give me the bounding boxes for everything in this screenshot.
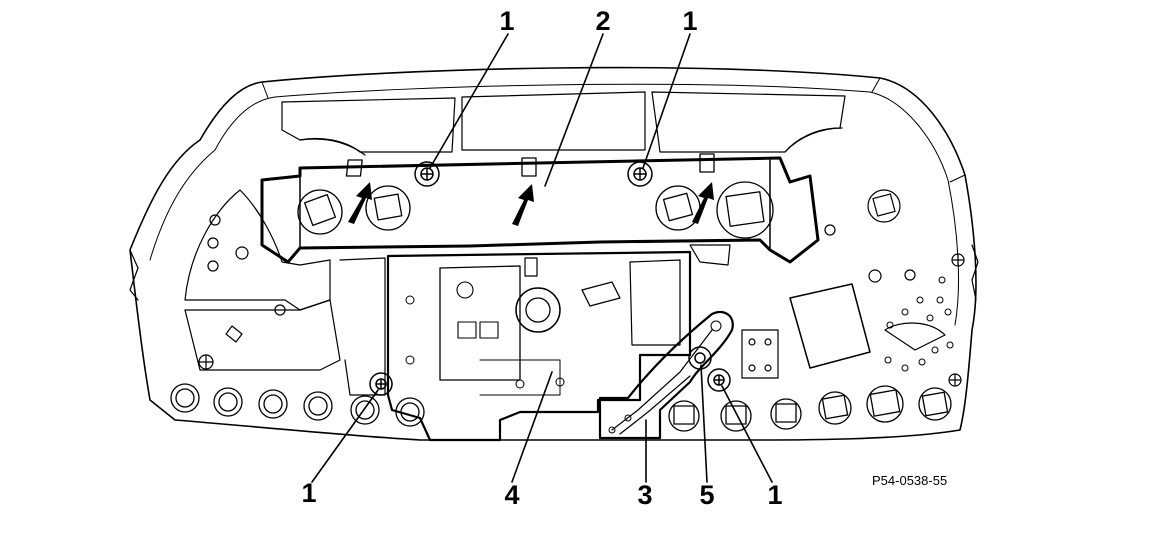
- right-gauge-mechanism: [689, 189, 965, 387]
- bottom-lamp-row: [170, 383, 952, 432]
- callout-lamp-socket: 5: [699, 480, 714, 510]
- main-board: [386, 250, 692, 442]
- leader-lamp-socket: [700, 364, 708, 483]
- leader-screw-bottom-right: [721, 385, 773, 483]
- callout-main-board: 4: [504, 480, 519, 510]
- callout-screw-bottom-left: 1: [301, 478, 316, 508]
- figure-reference-code: P54-0538-55: [872, 473, 947, 488]
- callout-cover-strip: 2: [595, 6, 610, 36]
- callout-flex-circuit: 3: [637, 480, 652, 510]
- lamp-socket: [688, 346, 712, 370]
- screw-top-right: [627, 161, 653, 187]
- callout-screw-top-right: 1: [682, 6, 697, 36]
- callouts: 1 2 1 1 4 3 5 1: [301, 6, 782, 510]
- leader-screw-top-right: [642, 33, 691, 169]
- callout-screw-top-left: 1: [499, 6, 514, 36]
- leader-cover-strip: [544, 33, 604, 187]
- callout-screw-bottom-right: 1: [767, 480, 782, 510]
- screw-bottom-right: [707, 368, 731, 392]
- flex-circuit: [598, 310, 734, 440]
- dial-dots: [884, 276, 954, 372]
- leader-lines: [311, 33, 773, 483]
- arrow-left-icon: [348, 182, 372, 224]
- left-gauge-mechanism: [184, 189, 386, 396]
- upper-recesses: [281, 91, 846, 156]
- strip-lamp-holders: [297, 181, 774, 239]
- arrow-center-icon: [512, 184, 534, 226]
- leader-main-board: [511, 371, 553, 483]
- leader-screw-bottom-left: [311, 389, 379, 483]
- arrow-right-icon: [692, 182, 714, 224]
- cover-strip: [260, 153, 820, 264]
- housing-outline: [129, 66, 979, 441]
- leader-screw-top-left: [429, 33, 509, 169]
- screw-top-left: [414, 161, 440, 187]
